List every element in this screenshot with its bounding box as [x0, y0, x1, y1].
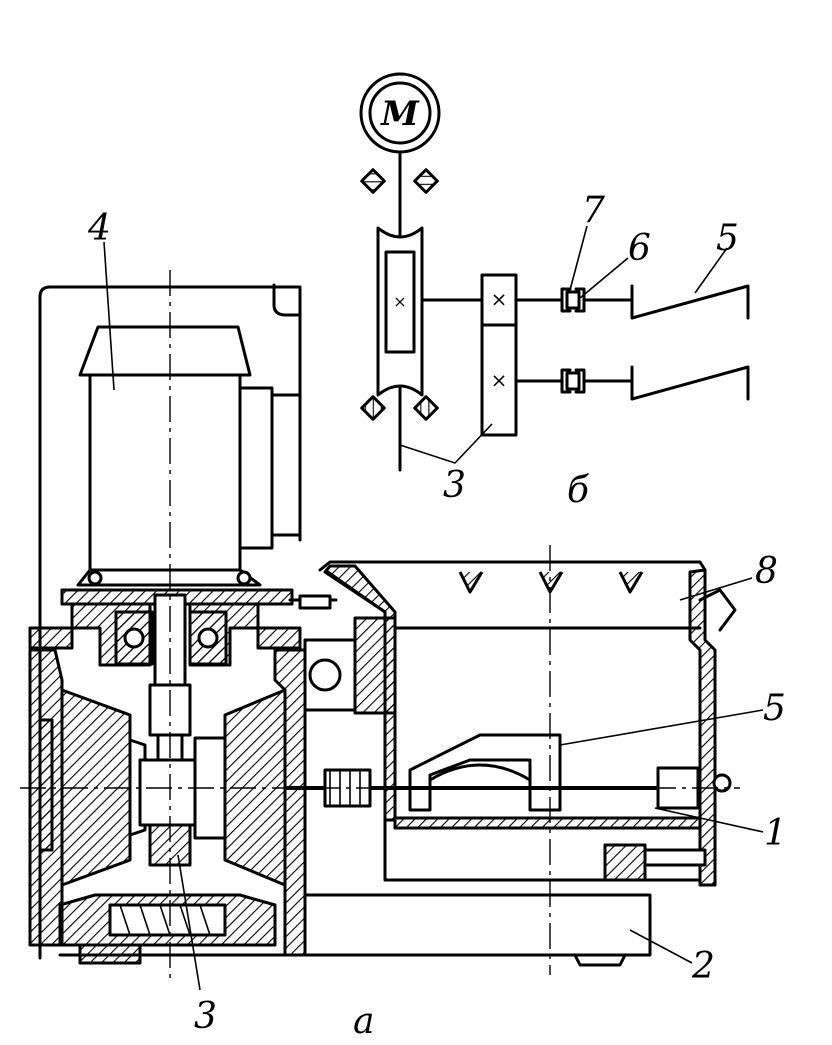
upper-bearings: [114, 610, 228, 666]
callout-6: 6: [628, 228, 651, 269]
leader-4: [103, 241, 115, 391]
svg-text:×: ×: [491, 287, 508, 311]
leader-8: [679, 577, 753, 601]
callout-1: 1: [764, 813, 787, 854]
frame-latch: [272, 283, 300, 317]
view-label-a: а: [353, 1001, 374, 1040]
leader-3-section: [177, 854, 201, 991]
callout-5-scheme: 5: [716, 218, 739, 259]
motor-symbol: M: [380, 94, 420, 134]
motor-frame-outline: [38, 285, 302, 960]
callout-5-section: 5: [763, 688, 786, 729]
callout-8: 8: [755, 551, 778, 592]
lower-gear-housing: [603, 843, 647, 882]
central-bevel-gear: [138, 758, 197, 827]
motor-inner-circle: [368, 81, 432, 145]
view-label-b: б: [567, 470, 590, 511]
callout-7: 7: [582, 190, 605, 231]
machine-section: 4 8 5 1 2 3 а: [20, 208, 787, 1042]
leader-2: [629, 929, 693, 964]
leader-6: [579, 257, 629, 299]
svg-text:×: ×: [393, 292, 406, 311]
callout-3-section: 3: [194, 996, 217, 1037]
lower-z-blade: [630, 365, 750, 401]
coupling-upper: [560, 287, 586, 313]
electric-motor: [76, 325, 302, 587]
leader-7: [569, 225, 588, 291]
machine-base: [58, 893, 652, 957]
gear-pair: × ×: [480, 273, 518, 437]
svg-text:×: ×: [491, 368, 508, 392]
side-cover: [38, 718, 54, 852]
kinematic-scheme: M × × ×: [359, 72, 750, 511]
upper-z-blade: [630, 284, 750, 320]
worm-gear: ×: [376, 226, 424, 397]
callout-2: 2: [691, 946, 715, 987]
leader-1: [654, 807, 764, 833]
z-blade: [408, 733, 562, 812]
callout-3-scheme: 3: [443, 465, 466, 506]
base-foot: [573, 953, 627, 967]
bearing-icons: [360, 168, 439, 421]
leader-3-scheme: [399, 423, 493, 464]
callout-4: 4: [87, 208, 111, 249]
leader-5-section: [559, 709, 764, 746]
mixing-trough: [318, 560, 737, 887]
coupling-lower: [560, 368, 586, 394]
leader-5-scheme: [694, 247, 728, 294]
